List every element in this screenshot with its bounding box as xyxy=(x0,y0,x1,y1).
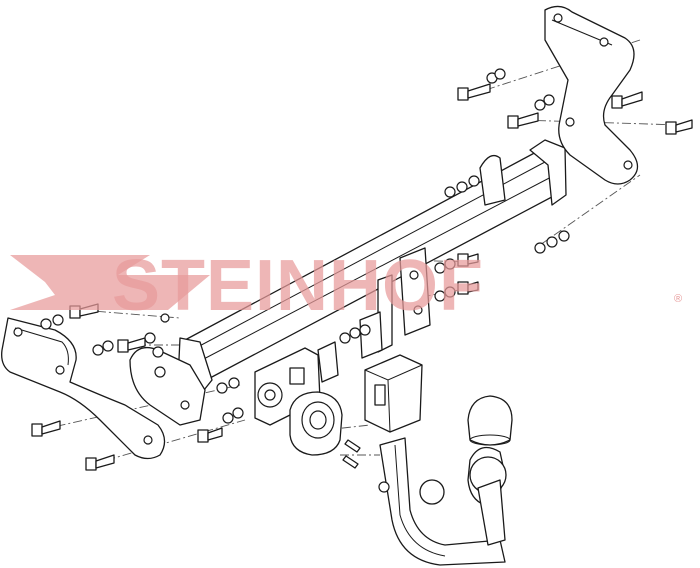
bolt xyxy=(457,253,479,267)
electrical-socket xyxy=(289,391,343,456)
bolt xyxy=(457,83,491,101)
washers-and-nuts xyxy=(40,68,570,424)
bolt xyxy=(342,455,359,469)
tow-ball-assembly xyxy=(378,395,513,566)
bolt xyxy=(611,91,643,109)
logo-brand-text: STEINHOF xyxy=(112,246,484,326)
bolt xyxy=(117,337,146,353)
bolt xyxy=(344,439,361,453)
right-bracket xyxy=(544,5,639,185)
left-bracket xyxy=(1,317,166,460)
left-side-plate xyxy=(129,346,206,426)
steinhof-logo: STEINHOF ® xyxy=(10,246,682,326)
center-bracket xyxy=(359,247,431,359)
bolt xyxy=(85,454,115,471)
bolt xyxy=(457,281,479,295)
logo-swoosh-icon xyxy=(10,255,210,310)
bolt xyxy=(507,112,539,129)
cross-beam xyxy=(177,139,567,396)
logo-registered-mark: ® xyxy=(674,293,682,305)
coupling-receiver xyxy=(364,354,423,433)
bolts xyxy=(31,83,693,471)
bolt xyxy=(665,119,693,135)
bolt xyxy=(31,420,61,437)
bolt xyxy=(197,427,223,443)
